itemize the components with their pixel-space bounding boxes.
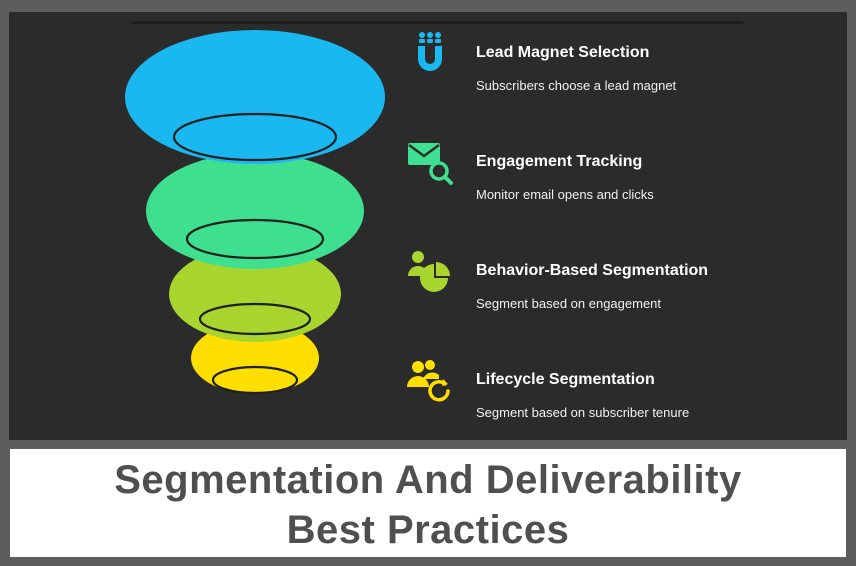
step-title: Behavior-Based Segmentation [476, 262, 709, 279]
caption-title: Segmentation And Deliverability Best Pra… [10, 449, 846, 555]
email-search-icon [408, 143, 453, 185]
step-description: Segment based on subscriber tenure [476, 405, 690, 420]
step-lifecycle-segmentation: Lifecycle Segmentation Segment based on … [0, 351, 856, 441]
step-title: Lifecycle Segmentation [476, 371, 655, 388]
step-title: Engagement Tracking [476, 153, 643, 170]
step-engagement-tracking: Engagement Tracking Monitor email opens … [0, 133, 856, 223]
magnet-icon [418, 32, 442, 71]
caption-title-line2: Best Practices [286, 508, 570, 552]
step-description: Segment based on engagement [476, 296, 662, 311]
step-lead-magnet: Lead Magnet Selection Subscribers choose… [0, 24, 856, 114]
funnel-diagram [125, 30, 385, 395]
panel-top-line [131, 21, 743, 24]
step-description: Subscribers choose a lead magnet [476, 78, 677, 93]
step-behavior-segmentation: Behavior-Based Segmentation Segment base… [0, 242, 856, 332]
step-description: Monitor email opens and clicks [476, 187, 654, 202]
funnel-layer-1 [125, 30, 385, 164]
funnel-layer-2 [146, 153, 364, 269]
funnel-layer-3 [169, 246, 341, 342]
caption-box: Segmentation And Deliverability Best Pra… [10, 449, 846, 557]
user-pie-chart-icon [408, 251, 450, 292]
users-cycle-icon [407, 360, 450, 402]
step-title: Lead Magnet Selection [476, 44, 650, 61]
funnel-layer-4 [191, 322, 319, 395]
caption-title-line1: Segmentation And Deliverability [114, 458, 742, 502]
